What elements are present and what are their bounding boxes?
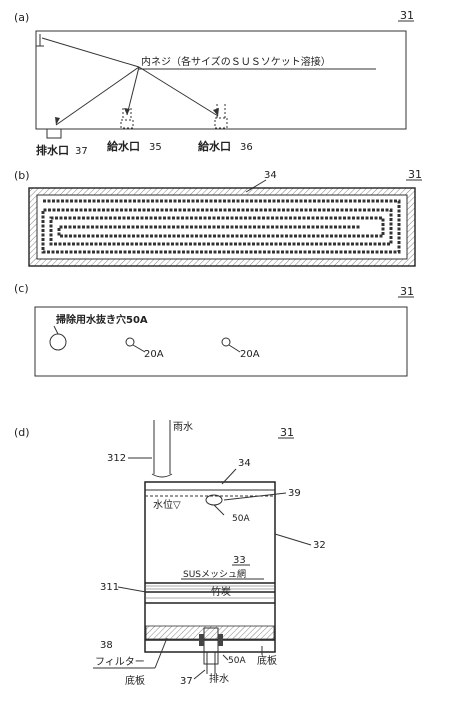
panel-b-ref-number: 31 — [408, 168, 422, 181]
cleaning-drain-hole-label: 掃除用水抜き穴50A — [56, 313, 148, 326]
panel-d-ref-number: 31 — [280, 426, 294, 439]
panel-b: (b) 31 34 — [14, 168, 422, 267]
float-valve-size: 50A — [232, 514, 250, 524]
bottom-plate-right-label: 底板 — [257, 654, 277, 667]
supply-port-2-label: 給水口 — [198, 139, 231, 153]
supply-port-1-number: 35 — [149, 142, 162, 153]
drain-port-number: 37 — [75, 146, 88, 157]
serpentine-baffle — [41, 199, 401, 254]
filter-tank-body — [144, 481, 276, 653]
panel-d-label: (d) — [14, 426, 30, 439]
tank-side-view — [34, 306, 408, 377]
drain-label: 排水 — [209, 672, 229, 685]
filter-label: フィルター — [95, 656, 145, 668]
water-level-label: 水位▽ — [153, 498, 181, 511]
drain-fitting — [199, 627, 223, 674]
supply-port-1-label: 給水口 — [107, 139, 140, 153]
drain-size: 50A — [228, 656, 246, 666]
port-20a-1 — [125, 337, 135, 347]
top-plate-number: 34 — [238, 458, 251, 469]
panel-c-ref-number: 31 — [400, 285, 414, 298]
panel-c-label: (c) — [14, 282, 29, 295]
charcoal-number: 311 — [100, 582, 119, 593]
tank-wall-number: 32 — [313, 540, 326, 551]
panel-c: (c) 31 掃除用水抜き穴50A 20A 20A — [14, 282, 414, 377]
mesh-number: 33 — [233, 555, 246, 566]
float-valve-number: 39 — [288, 488, 301, 499]
drain-number: 37 — [180, 676, 193, 687]
supply-port-2-number: 36 — [240, 142, 253, 153]
drain-port-label: 排水口 — [36, 143, 69, 157]
port-20a-1-label: 20A — [144, 349, 164, 360]
panel-d: (d) 31 雨水 312 34 水位▽ 50A 39 32 33 SUSメッシ… — [14, 420, 326, 687]
bamboo-charcoal-layer — [145, 597, 275, 604]
thread-socket-mark — [36, 34, 44, 47]
inlet-pipe — [151, 420, 173, 478]
panel-a-ref-number: 31 — [400, 9, 414, 22]
port-20a-2-label: 20A — [240, 349, 260, 360]
mesh-label: SUSメッシュ網 — [183, 568, 246, 580]
tank-front-view — [35, 30, 407, 130]
filter-layer — [145, 625, 275, 640]
cleaning-drain-hole — [49, 333, 67, 351]
thread-note: 内ネジ（各サイズのＳＵＳソケット溶接） — [141, 55, 331, 68]
charcoal-label: 竹炭 — [211, 585, 231, 598]
supply-port-1-symbol — [120, 108, 134, 129]
rainwater-label: 雨水 — [173, 421, 193, 433]
port-20a-2 — [221, 337, 231, 347]
panel-b-part-number: 34 — [264, 170, 277, 181]
filter-number: 38 — [100, 640, 113, 651]
panel-a: (a) 31 内ネジ（各サイズのＳＵＳソケット溶接） 排水口 37 給水口 35… — [14, 9, 414, 157]
panel-a-label: (a) — [14, 11, 29, 24]
supply-port-2-symbol — [214, 104, 228, 129]
drain-port-symbol — [46, 128, 62, 139]
sus-mesh-layer — [145, 582, 275, 593]
panel-b-label: (b) — [14, 169, 30, 182]
inlet-pipe-number: 312 — [107, 453, 126, 464]
bottom-plate-left-label: 底板 — [125, 674, 145, 687]
